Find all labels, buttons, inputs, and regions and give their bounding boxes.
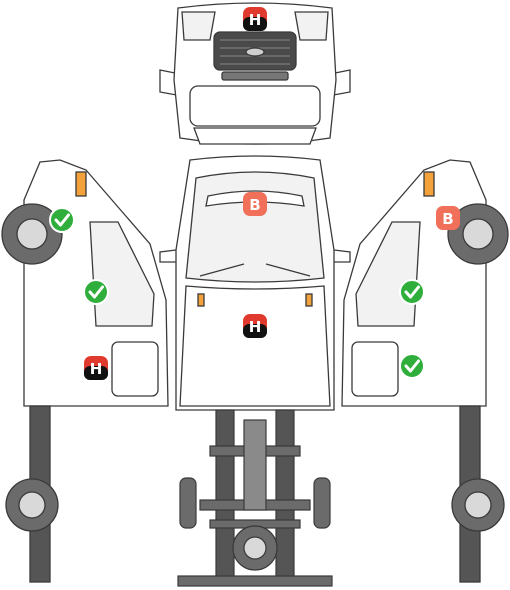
front-bumper-panel	[189, 85, 321, 127]
chassis-right-rail	[275, 409, 295, 583]
front-skid	[193, 127, 317, 145]
top-left-wiper	[199, 263, 245, 277]
chassis-driveshaft	[243, 419, 267, 511]
right-front-rim	[462, 218, 494, 250]
h-marker-label: H	[90, 360, 103, 378]
check-marker-icon[interactable]	[83, 279, 109, 305]
h-marker-icon[interactable]: H	[84, 356, 108, 380]
front-logo	[245, 47, 265, 57]
front-left-headlight	[181, 11, 216, 41]
front-view	[159, 2, 351, 145]
right-side-view	[341, 159, 509, 583]
top-view	[159, 155, 351, 411]
b-marker-label: B	[249, 196, 260, 214]
top-windshield	[185, 171, 325, 283]
top-hood	[179, 285, 331, 407]
check-marker-icon[interactable]	[399, 353, 425, 379]
front-right-headlight	[294, 11, 329, 41]
top-right-wiper	[265, 263, 311, 277]
right-rear-rim	[464, 491, 492, 519]
chassis-right-tire	[313, 477, 331, 529]
damage-markers: H B H H B	[49, 7, 460, 380]
left-side-light	[75, 171, 87, 197]
left-lower-door	[111, 341, 159, 397]
b-marker-icon[interactable]: B	[436, 206, 460, 230]
check-marker-icon[interactable]	[399, 279, 425, 305]
chassis-spare-rim	[243, 536, 267, 560]
top-left-mirror	[159, 249, 179, 263]
front-lower-grille	[221, 71, 289, 81]
chassis-rear-bar	[177, 575, 333, 587]
right-side-light	[423, 171, 435, 197]
chassis-left-tire	[179, 477, 197, 529]
top-right-mirror	[331, 249, 351, 263]
b-marker-icon[interactable]: B	[243, 192, 267, 216]
h-marker-icon[interactable]: H	[243, 7, 267, 31]
h-marker-icon[interactable]: H	[243, 314, 267, 338]
check-marker-icon[interactable]	[49, 207, 75, 233]
top-right-side-light	[305, 293, 313, 307]
chassis-view	[177, 409, 333, 587]
b-marker-label: B	[442, 210, 453, 228]
top-left-side-light	[197, 293, 205, 307]
h-marker-label: H	[249, 318, 262, 336]
chassis-left-rail	[215, 409, 235, 583]
right-lower-door	[351, 341, 399, 397]
left-front-rim	[16, 218, 48, 250]
h-marker-label: H	[249, 11, 262, 29]
left-rear-rim	[18, 491, 46, 519]
